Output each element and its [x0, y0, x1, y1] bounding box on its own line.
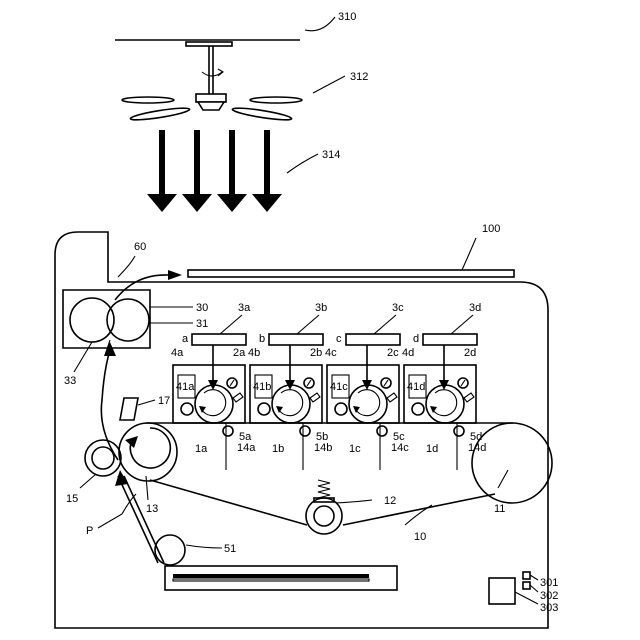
label-laser: 3b [315, 302, 327, 314]
label-transfer: 14a [237, 442, 256, 454]
label-unit: c [336, 333, 342, 345]
ceiling-fan: 312 [122, 42, 368, 122]
label-drum: 1b [272, 443, 284, 455]
label-tension: 12 [384, 495, 396, 507]
laser-unit [269, 334, 323, 345]
label-dev: 4d [402, 347, 414, 359]
label-feed-roller: 15 [66, 493, 78, 505]
transfer-belt: 13 11 10 [119, 423, 552, 543]
transfer-roller [300, 426, 310, 436]
label-charge: 2a [233, 347, 246, 359]
label-charge: 2d [464, 347, 476, 359]
cleaner [233, 393, 243, 402]
label-fan: 312 [350, 71, 368, 83]
label-laser: 3a [238, 302, 251, 314]
station-2: 3bb4b2b41b1b5b14b [248, 302, 332, 455]
photo-drum [195, 385, 233, 423]
label-controller: 303 [540, 602, 558, 614]
printer-housing: 100 [55, 223, 548, 628]
label-dev-roller: 41b [253, 381, 271, 393]
label-belt-roller-l: 13 [146, 503, 158, 515]
transfer-roller [223, 426, 233, 436]
station-4: 3dd4d2d41d1d5d14d [402, 302, 486, 455]
airflow-arrows: 314 [147, 130, 340, 212]
transfer-roller [377, 426, 387, 436]
label-sensor-a: 301 [540, 577, 558, 589]
developing-roller [412, 403, 424, 415]
laser-unit [423, 334, 477, 345]
label-dev: 4b [248, 347, 260, 359]
label-charge: 2b [310, 347, 322, 359]
tension-roller: 12 [306, 480, 396, 534]
developing-roller [181, 403, 193, 415]
label-airflow: 314 [322, 149, 340, 161]
registration-guide: 17 [120, 395, 170, 420]
developing-roller [335, 403, 347, 415]
label-dev-roller: 41c [330, 381, 348, 393]
label-dev: 4a [171, 347, 184, 359]
label-belt-roller-r: 11 [494, 503, 505, 515]
label-fixer-roller-b: 33 [64, 375, 76, 387]
label-paper: P [86, 525, 93, 537]
paper-feed: P 51 [86, 470, 397, 590]
label-pickup: 51 [224, 543, 236, 555]
output-tray: 60 [115, 241, 514, 300]
control-panel: 301 302 303 [489, 572, 558, 614]
label-unit: d [413, 333, 419, 345]
label-ceiling: 310 [338, 11, 356, 23]
paper-path [101, 342, 118, 460]
laser-unit [346, 334, 400, 345]
developing-roller [258, 403, 270, 415]
cleaner [310, 393, 320, 402]
label-register: 17 [158, 395, 170, 407]
cleaner [464, 393, 474, 402]
label-unit: a [182, 333, 189, 345]
label-printer: 100 [482, 223, 500, 235]
label-laser: 3c [392, 302, 404, 314]
label-transfer: 14b [314, 442, 332, 454]
laser-unit [192, 334, 246, 345]
label-fixer: 30 [196, 302, 208, 314]
label-transfer: 14c [391, 442, 409, 454]
photo-drum [426, 385, 464, 423]
label-dev: 4c [325, 347, 337, 359]
label-unit: b [259, 333, 265, 345]
cleaner [387, 393, 397, 402]
label-drum: 1d [426, 443, 438, 455]
label-drum: 1c [349, 443, 361, 455]
transfer-roller [454, 426, 464, 436]
label-fixer-roller: 31 [196, 318, 208, 330]
photo-drum [349, 385, 387, 423]
station-3: 3cc4c2c41c1c5c14c [325, 302, 409, 455]
label-vent: 60 [134, 241, 146, 253]
label-dev-roller: 41a [176, 381, 195, 393]
label-drum: 1a [195, 443, 208, 455]
label-charge: 2c [387, 347, 399, 359]
label-belt: 10 [414, 531, 426, 543]
ceiling: 310 [115, 11, 356, 40]
image-forming-stations: 3aa4a2a41a1a5a14a3bb4b2b41b1b5b14b3cc4c2… [171, 302, 486, 470]
station-1: 3aa4a2a41a1a5a14a [171, 302, 256, 455]
label-sensor-b: 302 [540, 590, 558, 602]
label-dev-roller: 41d [407, 381, 425, 393]
photo-drum [272, 385, 310, 423]
label-laser: 3d [469, 302, 481, 314]
